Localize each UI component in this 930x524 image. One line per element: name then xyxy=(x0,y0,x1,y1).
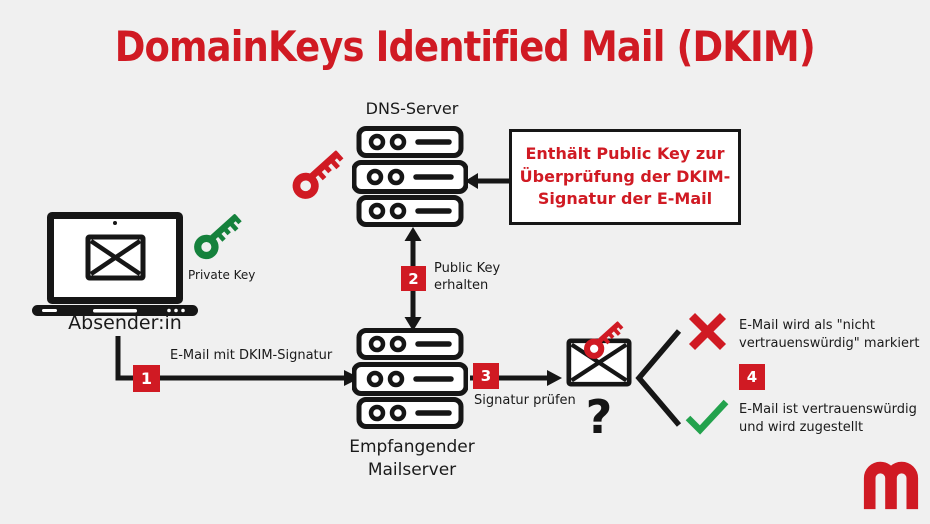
step-1-label: E-Mail mit DKIM-Signatur xyxy=(170,348,333,363)
private-key-icon xyxy=(184,202,252,268)
step-1-badge: 1 xyxy=(133,365,160,392)
step-3-badge: 3 xyxy=(473,363,499,389)
page-title: DomainKeys Identified Mail (DKIM) xyxy=(114,22,816,71)
step-2-badge: 2 xyxy=(401,266,426,291)
sender-label: Absender:in xyxy=(68,312,182,334)
dns-server-label: DNS-Server xyxy=(365,99,459,118)
step-4-badge: 4 xyxy=(739,364,765,390)
info-line: Überprüfung der DKIM- xyxy=(519,166,731,186)
reject-text: E-Mail wird als "nicht vertrauenswürdig"… xyxy=(739,318,920,352)
cross-icon xyxy=(685,309,730,358)
info-box-arrow xyxy=(464,169,512,197)
decision-fork-lines xyxy=(631,327,685,433)
question-mark: ? xyxy=(585,390,613,444)
public-key-info-box: Enthält Public Key zur Überprüfung der D… xyxy=(509,129,741,225)
step-3-label: Signatur prüfen xyxy=(474,393,576,408)
public-key-icon xyxy=(282,138,354,208)
check-icon xyxy=(683,397,730,439)
private-key-label: Private Key xyxy=(188,268,256,282)
signature-key-icon xyxy=(576,312,632,367)
mail-server-icon xyxy=(351,328,469,434)
step-2-label: Public Key erhalten xyxy=(434,261,501,293)
dns-server-icon xyxy=(351,126,469,232)
accept-text: E-Mail ist vertrauenswürdig und wird zug… xyxy=(739,402,917,436)
info-line: Signatur der E-Mail xyxy=(537,189,713,209)
info-line: Enthält Public Key zur xyxy=(525,144,725,164)
laptop-icon xyxy=(30,210,200,320)
mail-server-label: Empfangender Mailserver xyxy=(349,437,475,480)
logo-m-icon xyxy=(861,458,921,514)
